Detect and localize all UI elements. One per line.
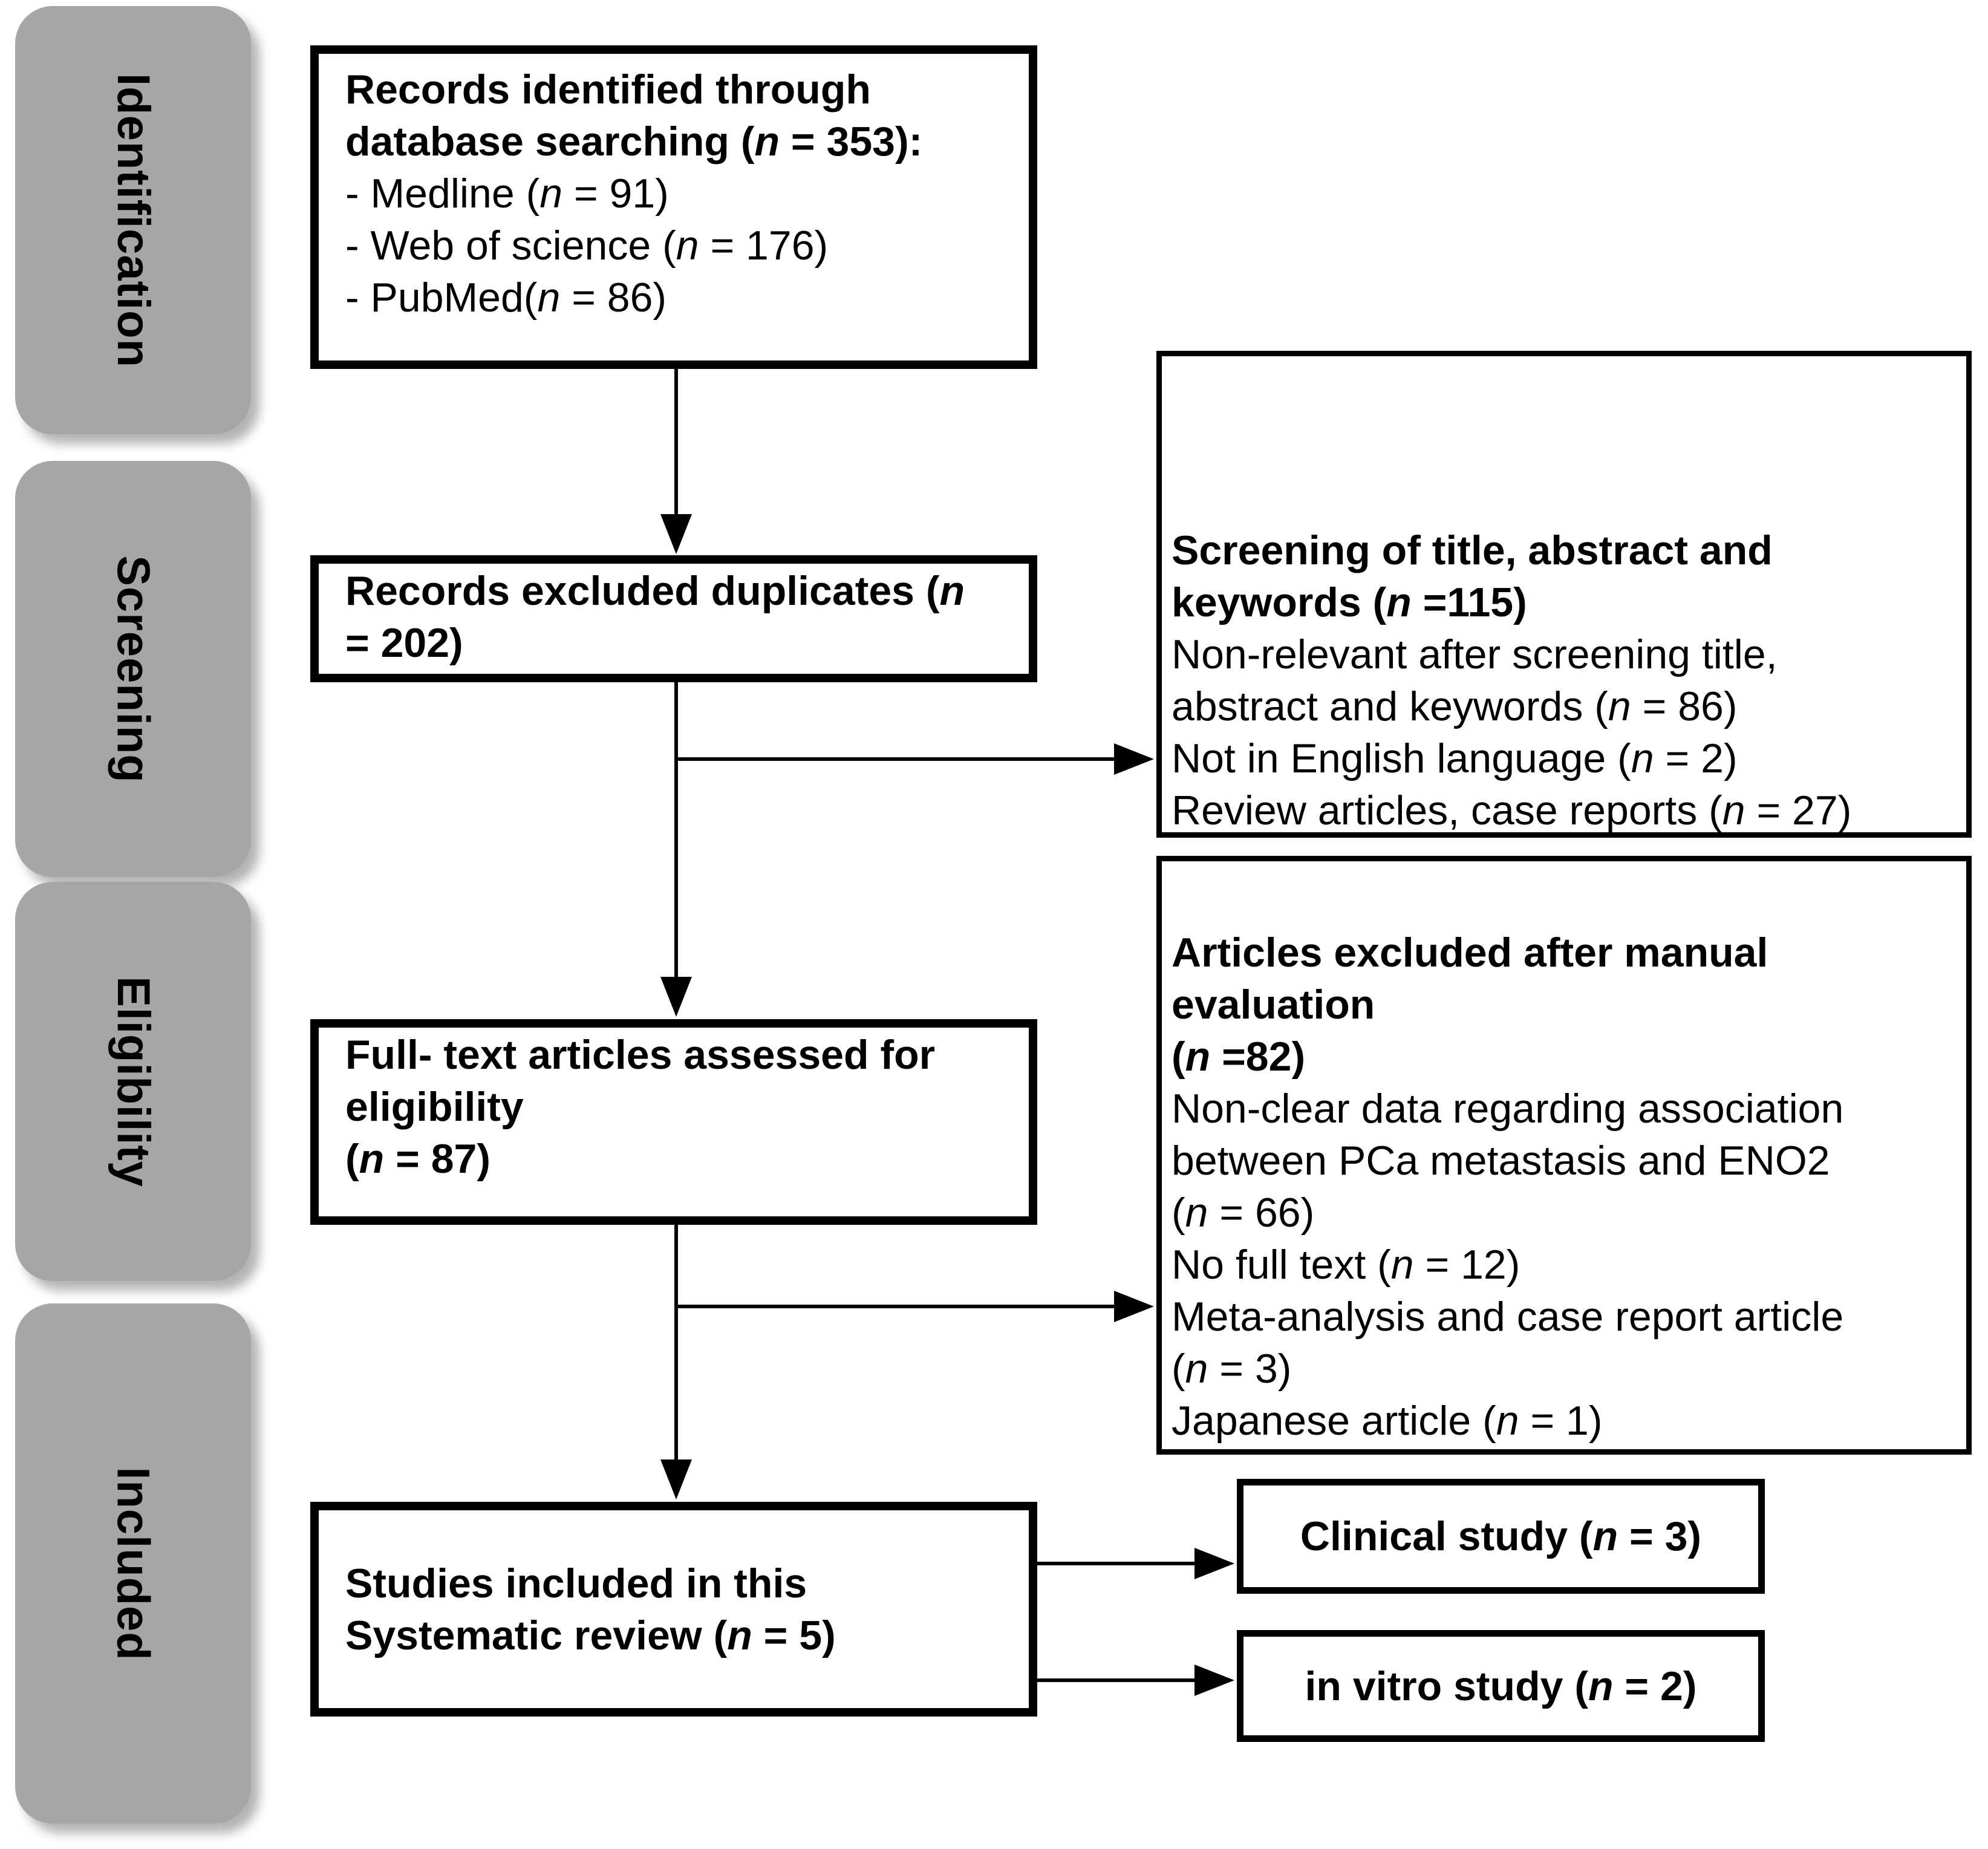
text-line: Studies included in this — [345, 1560, 807, 1606]
text-line: database searching (n = 353): — [345, 119, 923, 165]
text-line: Records identified through — [345, 67, 871, 113]
text-line: Clinical study (n = 3) — [1300, 1513, 1702, 1559]
stage-screening-label: Screening — [107, 555, 159, 783]
arrowhead-duplicates-to-fulltext — [660, 977, 692, 1017]
screening-exclusions-box: Screening of title, abstract and keywords… — [1156, 351, 1972, 838]
text-line: - Web of science (n = 176) — [345, 223, 829, 269]
text-line: - Medline (n = 91) — [345, 171, 669, 217]
text-line: eligibility — [345, 1084, 524, 1130]
text-line: Non-relevant after screening title, — [1172, 631, 1778, 677]
arrowhead-to-screening-excluded — [1114, 743, 1154, 775]
text-line: (n =82) — [1172, 1034, 1306, 1080]
text-line: Not in English language (n = 2) — [1172, 735, 1738, 781]
fulltext-assessed-box: Full- text articles assessed for eligibil… — [310, 1019, 1037, 1225]
arrowhead-to-manual-excluded — [1114, 1291, 1154, 1322]
stage-identification-label: Identification — [107, 73, 159, 368]
in-vitro-study-box: in vitro study (n = 2) — [1237, 1630, 1765, 1742]
arrowhead-fulltext-to-included — [660, 1459, 692, 1499]
text-line: Review articles, case reports (n = 27) — [1172, 788, 1852, 833]
text-line: - PubMed(n = 86) — [345, 275, 667, 321]
stage-eligibility-label: Eligibility — [107, 976, 159, 1187]
text-line: (n = 66) — [1172, 1190, 1315, 1236]
text-line: Screening of title, abstract and — [1172, 527, 1773, 573]
text-line: between PCa metastasis and ENO2 — [1172, 1138, 1830, 1184]
text-line: evaluation — [1172, 982, 1375, 1028]
stage-screening: Screening — [15, 461, 251, 877]
arrowhead-identified-to-duplicates — [660, 514, 692, 554]
records-excluded-duplicates-box: Records excluded duplicates (n = 202) — [310, 555, 1037, 682]
text-line: = 202) — [345, 620, 463, 666]
manual-evaluation-exclusions-box: Articles excluded after manual evaluation… — [1156, 856, 1972, 1455]
clinical-study-box: Clinical study (n = 3) — [1237, 1479, 1765, 1594]
records-identified-box: Records identified through database searc… — [310, 45, 1037, 369]
arrowhead-to-clinical — [1194, 1548, 1234, 1579]
text-line: in vitro study (n = 2) — [1305, 1663, 1697, 1709]
text-line: Articles excluded after manual — [1172, 930, 1768, 976]
text-line: Systematic review (n = 5) — [345, 1613, 836, 1658]
arrowhead-to-invitro — [1194, 1665, 1234, 1696]
text-line: Records excluded duplicates (n — [345, 568, 965, 614]
stage-included: Included — [15, 1303, 251, 1824]
stage-identification: Identification — [15, 6, 251, 434]
text-line: Non-clear data regarding association — [1172, 1086, 1844, 1132]
text-line: keywords (n =115) — [1172, 579, 1527, 625]
stage-included-label: Included — [107, 1466, 159, 1661]
text-line: (n = 3) — [1172, 1346, 1292, 1392]
text-line: Japanese article (n = 1) — [1172, 1398, 1603, 1444]
text-line: abstract and keywords (n = 86) — [1172, 683, 1738, 729]
text-line: No full text (n = 12) — [1172, 1242, 1520, 1288]
text-line: (n = 87) — [345, 1136, 490, 1182]
text-line: Meta-analysis and case report article — [1172, 1294, 1844, 1340]
text-line: Full- text articles assessed for — [345, 1032, 936, 1078]
stage-eligibility: Eligibility — [15, 882, 251, 1281]
